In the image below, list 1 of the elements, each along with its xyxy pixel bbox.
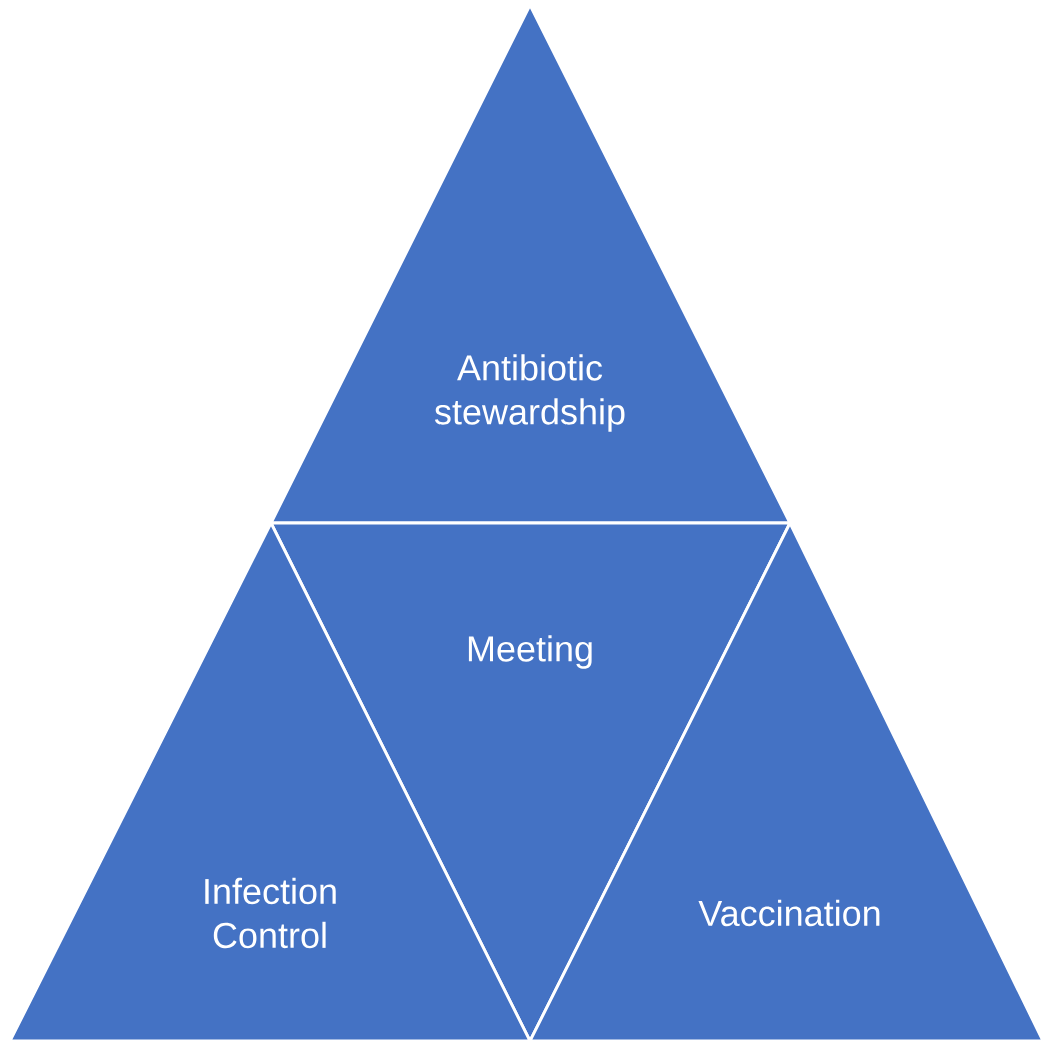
node-label: Meeting [468, 635, 592, 669]
